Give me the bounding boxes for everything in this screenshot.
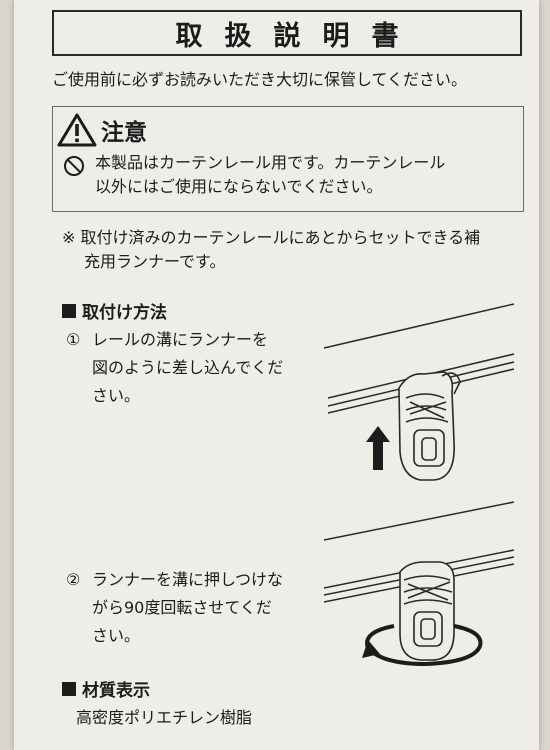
caution-heading: 注意	[101, 120, 147, 146]
square-bullet-icon	[62, 681, 76, 696]
material-section-heading: 材質表示	[62, 676, 150, 701]
step-1-illustration	[323, 303, 515, 481]
step-2-line-3: さい。	[92, 626, 141, 645]
caution-box: 注意 本製品はカーテンレール用です。カーテンレール 以外にはご使用にならないでく…	[52, 106, 524, 212]
step-2-illustration	[323, 501, 515, 667]
install-step-1: ① レールの溝にランナーを 図のように差し込んでくだ さい。	[66, 326, 306, 410]
runner-part-icon	[398, 371, 461, 481]
instruction-card: 取扱説明書 ご使用前に必ずお読みいただき大切に保管してください。 注意 本製品は…	[14, 0, 539, 750]
install-heading-text: 取付け方法	[82, 303, 167, 323]
warning-triangle-icon	[57, 113, 97, 147]
step-2-number: ②	[66, 570, 81, 589]
note-line-2: 充用ランナーです。	[84, 252, 226, 271]
supplementary-note: ※ 取付け済みのカーテンレールにあとからセットできる補 充用ランナーです。	[62, 226, 524, 274]
step-2-line-2: がら90度回転させてくだ	[92, 598, 272, 617]
step-2-line-1: ランナーを溝に押しつけな	[92, 570, 284, 589]
caution-line-1: 本製品はカーテンレール用です。カーテンレール	[95, 153, 446, 172]
intro-text: ご使用前に必ずお読みいただき大切に保管してください。	[52, 70, 468, 89]
install-step-2: ② ランナーを溝に押しつけな がら90度回転させてくだ さい。	[66, 566, 306, 650]
rotation-arrowhead-icon	[362, 640, 380, 658]
note-line-1: ※ 取付け済みのカーテンレールにあとからセットできる補	[62, 228, 481, 247]
square-bullet-icon	[62, 303, 76, 318]
rail-top-line	[323, 303, 515, 349]
caution-text: 本製品はカーテンレール用です。カーテンレール 以外にはご使用にならないでください…	[95, 151, 445, 199]
step-1-number: ①	[66, 330, 81, 349]
runner-part-icon	[399, 561, 455, 661]
material-heading-text: 材質表示	[82, 681, 150, 701]
prohibition-icon	[64, 156, 84, 176]
step-1-line-2: 図のように差し込んでくだ	[92, 358, 284, 377]
material-value: 高密度ポリエチレン樹脂	[76, 708, 253, 727]
install-section-heading: 取付け方法	[62, 298, 167, 323]
step-1-line-3: さい。	[92, 386, 141, 405]
rotation-arrow-icon	[365, 624, 483, 667]
up-arrow-icon	[366, 426, 390, 470]
caution-header: 注意	[57, 113, 147, 147]
document-title: 取扱説明書	[175, 20, 421, 52]
rail-top-line	[323, 501, 515, 541]
caution-line-2: 以外にはご使用にならないでください。	[95, 177, 383, 196]
step-1-line-1: レールの溝にランナーを	[92, 330, 269, 349]
title-box: 取扱説明書	[52, 10, 522, 56]
